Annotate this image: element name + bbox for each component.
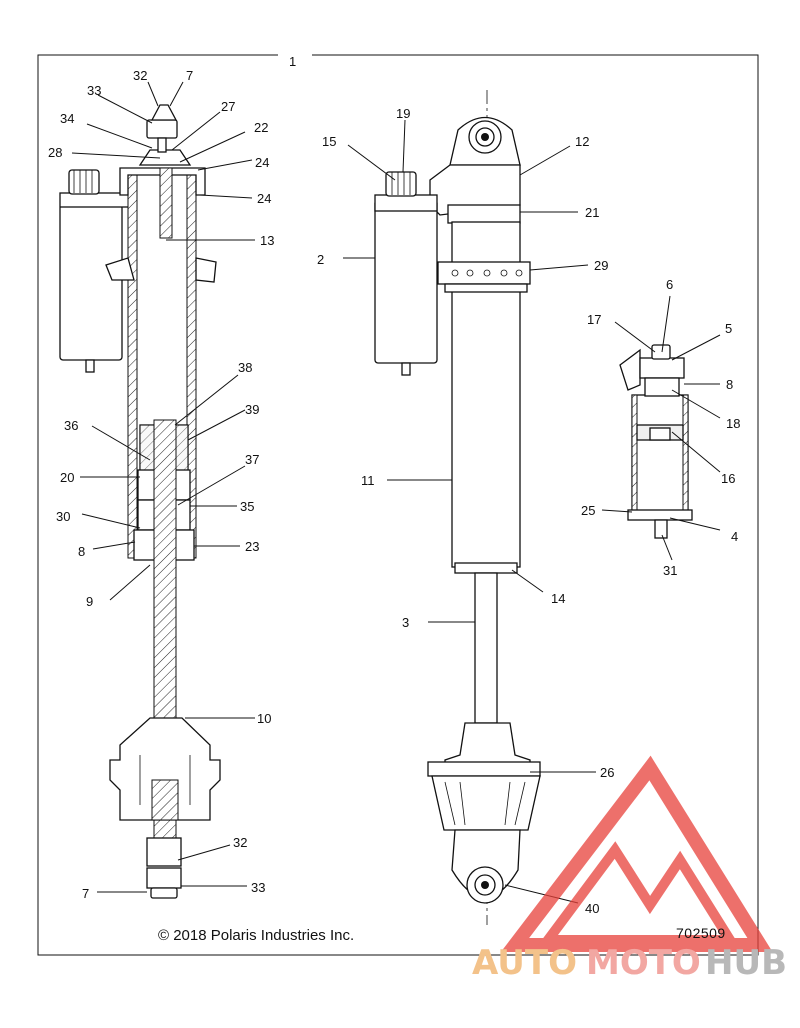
callout-34: 34 (60, 111, 74, 126)
callout-6: 6 (666, 277, 673, 292)
callout-32-top: 32 (133, 68, 147, 83)
callout-9: 9 (86, 594, 93, 609)
callout-36: 36 (64, 418, 78, 433)
callout-27: 27 (221, 99, 235, 114)
callout-7-bottom: 7 (82, 886, 89, 901)
callout-7-top: 7 (186, 68, 193, 83)
callout-32-bottom: 32 (233, 835, 247, 850)
callout-24-upper: 24 (255, 155, 269, 170)
callout-11: 11 (361, 473, 375, 488)
callout-18: 18 (726, 416, 740, 431)
watermark-word-1: AUTO (472, 943, 577, 983)
callout-labels: 1 2 3 4 5 6 7 7 8 8 9 10 11 12 13 14 15 … (48, 54, 740, 916)
callout-29: 29 (594, 258, 608, 273)
diagram-frame (37, 54, 759, 956)
callout-33-top: 33 (87, 83, 101, 98)
callout-38: 38 (238, 360, 252, 375)
callout-25: 25 (581, 503, 595, 518)
callout-1: 1 (289, 54, 296, 69)
callout-35: 35 (240, 499, 254, 514)
callout-21: 21 (585, 205, 599, 220)
watermark-word-3: HUB (705, 943, 787, 983)
callout-26: 26 (600, 765, 614, 780)
callout-20: 20 (60, 470, 74, 485)
watermark-logo (500, 755, 773, 952)
callout-3: 3 (402, 615, 409, 630)
callout-23: 23 (245, 539, 259, 554)
copyright-notice: © 2018 Polaris Industries Inc. (158, 927, 354, 944)
callout-22: 22 (254, 120, 268, 135)
sectioned-shock-drawing (59, 104, 221, 899)
reservoir-detail-drawing (619, 344, 693, 539)
callout-19: 19 (396, 106, 410, 121)
callout-12: 12 (575, 134, 589, 149)
callout-33-bottom: 33 (251, 880, 265, 895)
leader-lines (71, 81, 721, 904)
callout-28: 28 (48, 145, 62, 160)
callout-8-left: 8 (78, 544, 85, 559)
callout-17: 17 (587, 312, 601, 327)
callout-30: 30 (56, 509, 70, 524)
callout-5: 5 (725, 321, 732, 336)
watermark-word-2: MOTO (586, 943, 701, 983)
callout-2: 2 (317, 252, 324, 267)
callout-37: 37 (245, 452, 259, 467)
callout-4: 4 (731, 529, 738, 544)
callout-10: 10 (257, 711, 271, 726)
callout-31: 31 (663, 563, 677, 578)
callout-39: 39 (245, 402, 259, 417)
assembled-shock-drawing (374, 90, 541, 925)
drawing-number: 702509 (676, 925, 726, 941)
callout-40: 40 (585, 901, 599, 916)
callout-8-right: 8 (726, 377, 733, 392)
callout-14: 14 (551, 591, 565, 606)
callout-13: 13 (260, 233, 274, 248)
callout-24-lower: 24 (257, 191, 271, 206)
callout-16: 16 (721, 471, 735, 486)
callout-15: 15 (322, 134, 336, 149)
